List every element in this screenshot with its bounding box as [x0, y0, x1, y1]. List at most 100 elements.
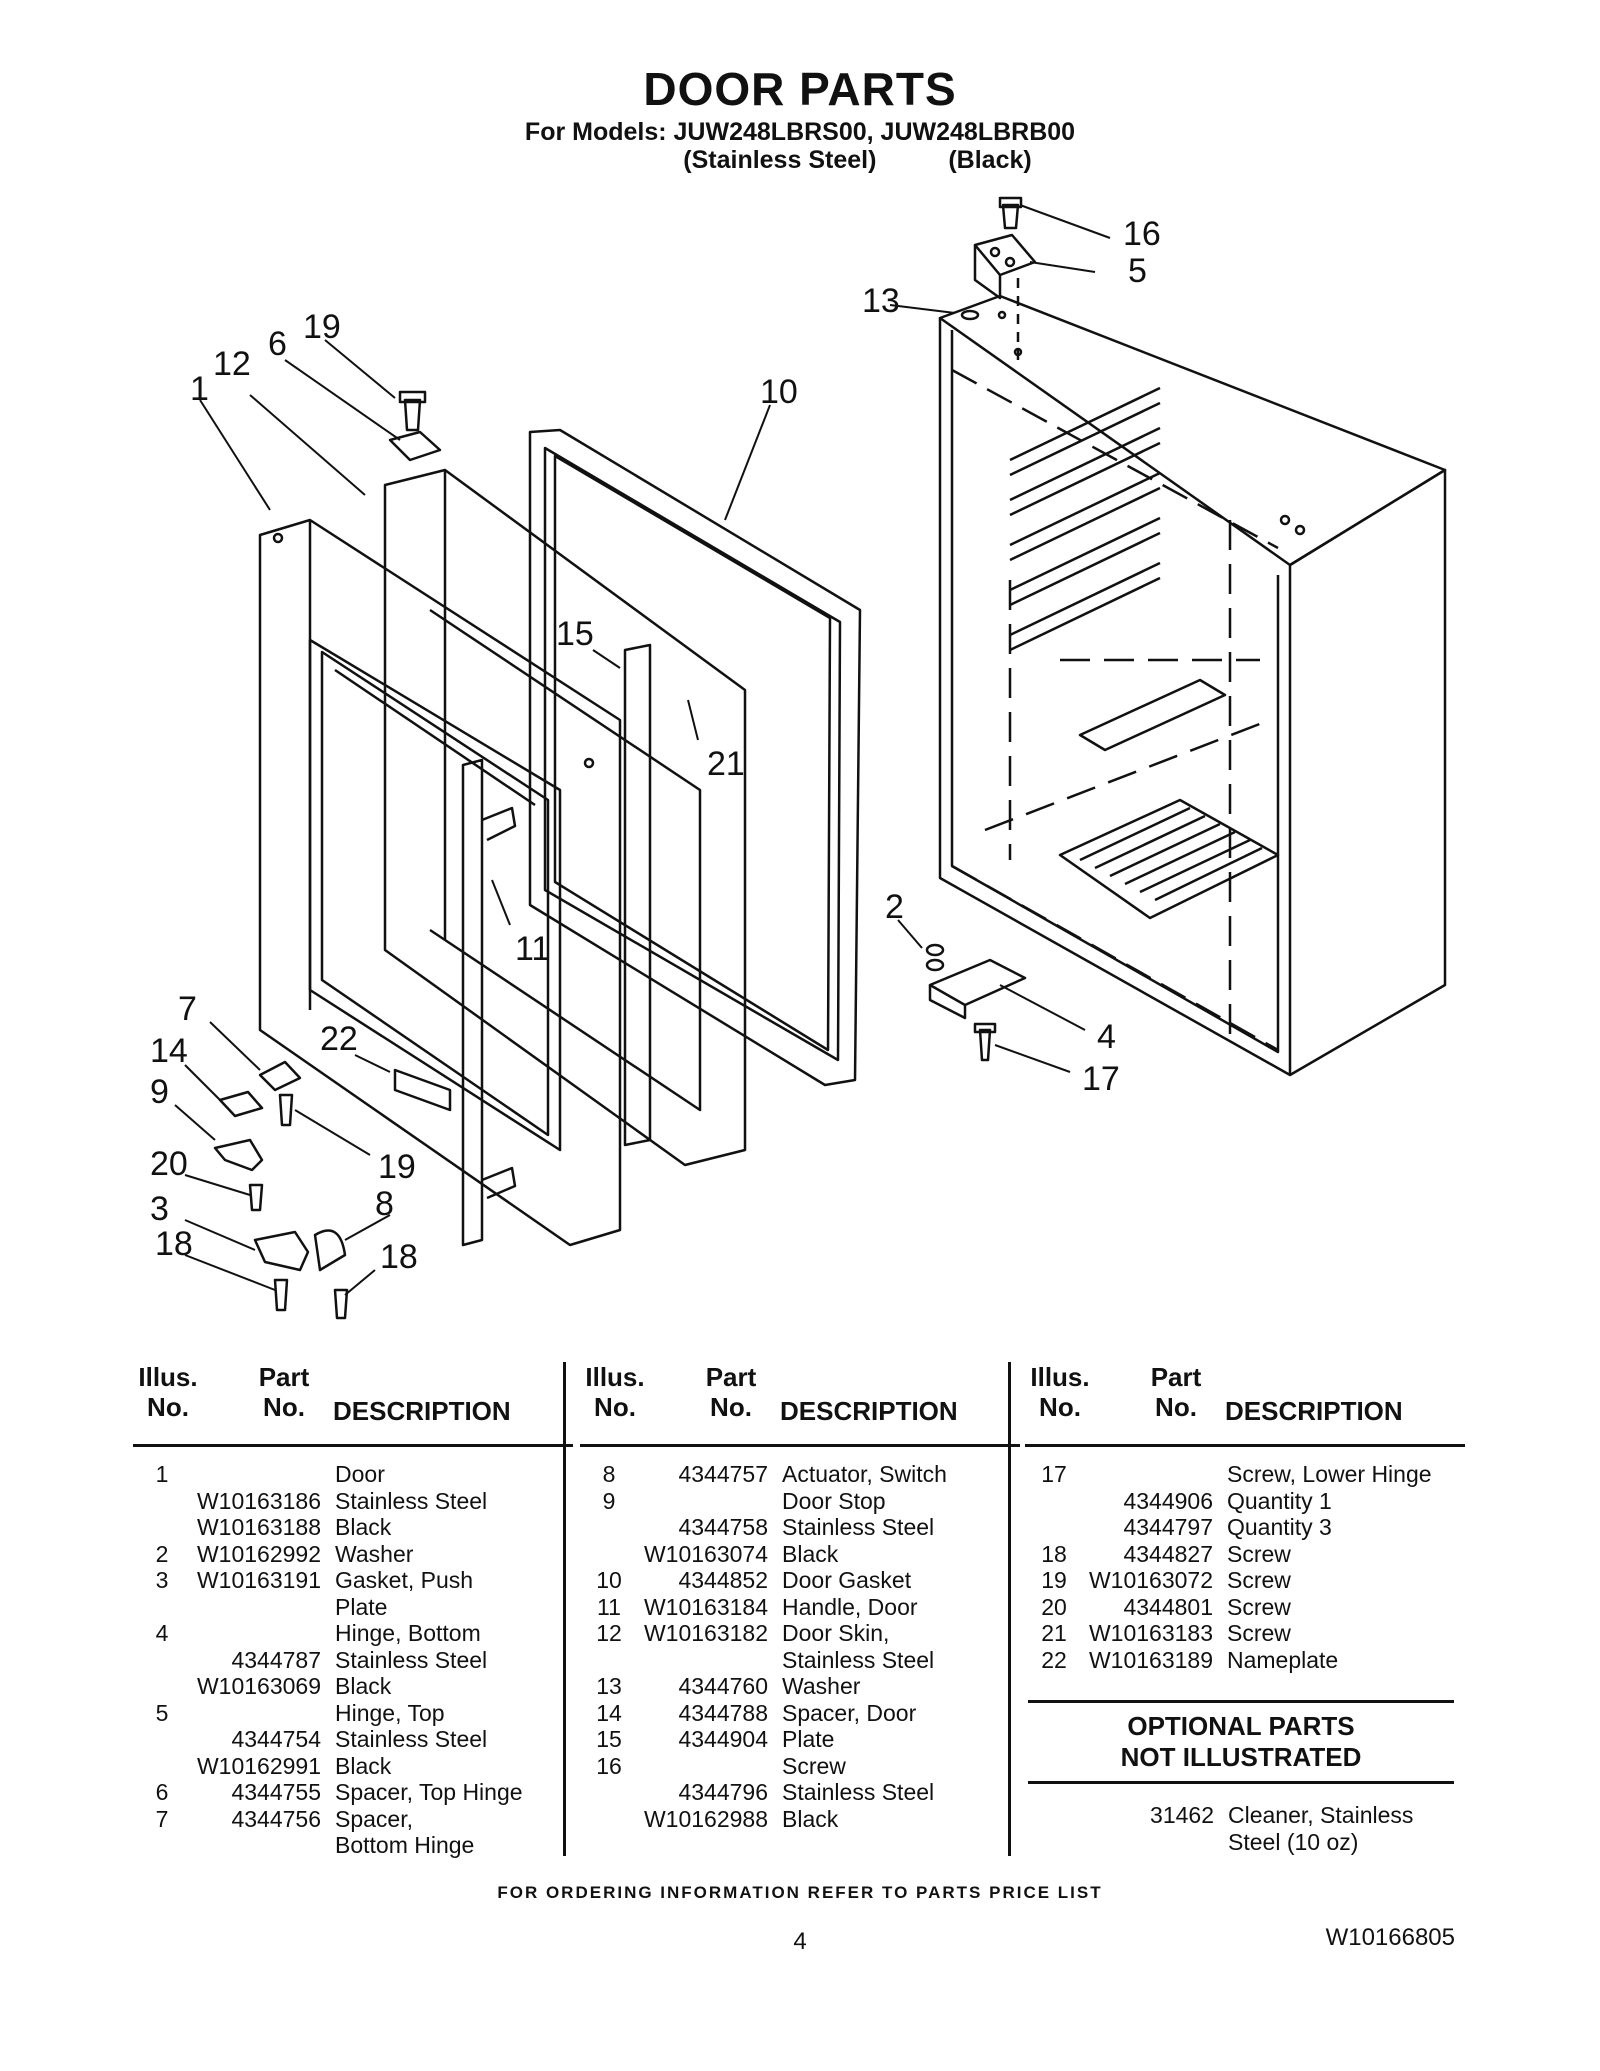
- description-header: DESCRIPTION: [780, 1396, 958, 1426]
- illus-no-cell: 7: [155, 1805, 169, 1832]
- description-cell: Black: [782, 1540, 839, 1567]
- description-cell: Hinge, Bottom: [335, 1620, 481, 1646]
- callout-number: 3: [150, 1190, 169, 1228]
- leader-lines: [174, 204, 1111, 1296]
- callout-number: 8: [375, 1185, 394, 1223]
- illus-no-cell: 15: [596, 1726, 622, 1752]
- page-title: DOOR PARTS: [643, 63, 957, 115]
- table-row: Stainless Steel: [580, 1647, 1020, 1674]
- callout-number: 13: [862, 282, 900, 320]
- description-cell: Spacer,: [335, 1805, 413, 1832]
- part-no-cell: [638, 1753, 768, 1780]
- part-no-header: Part No.: [676, 1362, 786, 1422]
- part-no-cell: 4344852: [678, 1567, 768, 1593]
- part-header-label: Part No.: [1150, 1362, 1202, 1422]
- illus-no-cell: 11: [597, 1593, 621, 1620]
- column-divider: [563, 1362, 566, 1856]
- part-no-cell: 4344756: [231, 1805, 321, 1832]
- optional-parts: OPTIONAL PARTS NOT ILLUSTRATED 31462 Cle…: [1028, 1700, 1454, 1855]
- table-row: 7 4344756 Spacer,: [133, 1806, 573, 1833]
- callout-number: 12: [213, 345, 251, 383]
- part-no-cell: [638, 1488, 768, 1515]
- part-header-label: Part No.: [258, 1362, 310, 1422]
- description-cell: Screw: [1227, 1540, 1291, 1567]
- optional-part-number: 31462: [1150, 1802, 1214, 1828]
- optional-part-row: 31462 Cleaner, Stainless Steel (10 oz): [1028, 1802, 1454, 1855]
- part-no-header: Part No.: [229, 1362, 339, 1422]
- door-gasket-illustration: [528, 428, 862, 1087]
- part-no-cell: [1083, 1461, 1213, 1488]
- callout-number: 20: [150, 1145, 188, 1183]
- optional-heading-line-2: NOT ILLUSTRATED: [1120, 1742, 1362, 1772]
- illus-no-cell: [1025, 1514, 1083, 1541]
- callout-number: 11: [515, 930, 550, 968]
- illus-no-cell: [133, 1514, 191, 1541]
- illus-no-cell: 2: [155, 1540, 169, 1567]
- description-header: DESCRIPTION: [333, 1396, 511, 1426]
- callout-number: 2: [885, 888, 904, 926]
- description-header: DESCRIPTION: [1225, 1396, 1403, 1426]
- illus-no-cell: 14: [596, 1699, 622, 1726]
- callout-number: 15: [556, 615, 594, 653]
- callout-number: 18: [380, 1238, 418, 1276]
- part-no-cell: W10163069: [196, 1673, 321, 1699]
- part-no-cell: W10162992: [196, 1540, 321, 1567]
- models-line: For Models: JUW248LBRS00, JUW248LBRB00: [524, 118, 1076, 146]
- illus-no-header: Illus. No.: [580, 1362, 650, 1422]
- optional-parts-heading: OPTIONAL PARTS NOT ILLUSTRATED: [1028, 1700, 1454, 1784]
- description-cell: Screw: [1227, 1620, 1291, 1646]
- description-cell: Actuator, Switch: [782, 1461, 947, 1487]
- description-cell: Stainless Steel: [335, 1646, 488, 1673]
- callout-number: 18: [155, 1225, 193, 1263]
- illus-no-header: Illus. No.: [133, 1362, 203, 1422]
- illus-no-cell: 4: [155, 1620, 169, 1646]
- description-cell: Black: [782, 1805, 839, 1832]
- illus-no-cell: 21: [1041, 1620, 1067, 1646]
- description-cell: Plate: [782, 1726, 835, 1752]
- description-cell: Stainless Steel: [335, 1487, 488, 1514]
- optional-part-description: Cleaner, Stainless Steel (10 oz): [1228, 1802, 1414, 1855]
- description-cell: Screw, Lower Hinge: [1227, 1461, 1432, 1487]
- callout-number: 4: [1097, 1018, 1116, 1056]
- description-cell: Stainless Steel: [782, 1514, 935, 1540]
- description-cell: Door Gasket: [782, 1567, 912, 1593]
- table-row: 4 Hinge, Bottom: [133, 1620, 573, 1647]
- part-no-cell: W10163188: [196, 1514, 321, 1540]
- illus-no-cell: 9: [602, 1487, 616, 1514]
- callout-number: 21: [707, 745, 745, 783]
- models-heading: For Models: JUW248LBRS00, JUW248LBRB00 (…: [0, 118, 1600, 174]
- illus-no-cell: 8: [602, 1461, 616, 1487]
- illus-no-cell: 18: [1041, 1540, 1067, 1567]
- part-no-cell: 4344758: [678, 1514, 768, 1540]
- table-row: Bottom Hinge: [133, 1832, 573, 1859]
- top-spacer-illustration: [388, 390, 442, 462]
- illus-header-label: Illus. No.: [1030, 1362, 1090, 1422]
- description-cell: Stainless Steel: [782, 1779, 935, 1805]
- part-no-cell: 4344906: [1123, 1487, 1213, 1514]
- table-header: Illus. No. Part No. DESCRIPTION: [133, 1362, 573, 1447]
- page-number: 4: [793, 1928, 807, 1955]
- description-cell: Stainless Steel: [782, 1646, 935, 1673]
- table-row: 4344758 Stainless Steel: [580, 1514, 1020, 1541]
- illus-no-cell: [580, 1779, 638, 1806]
- illus-no-cell: [133, 1647, 191, 1674]
- illus-no-cell: 12: [596, 1620, 622, 1646]
